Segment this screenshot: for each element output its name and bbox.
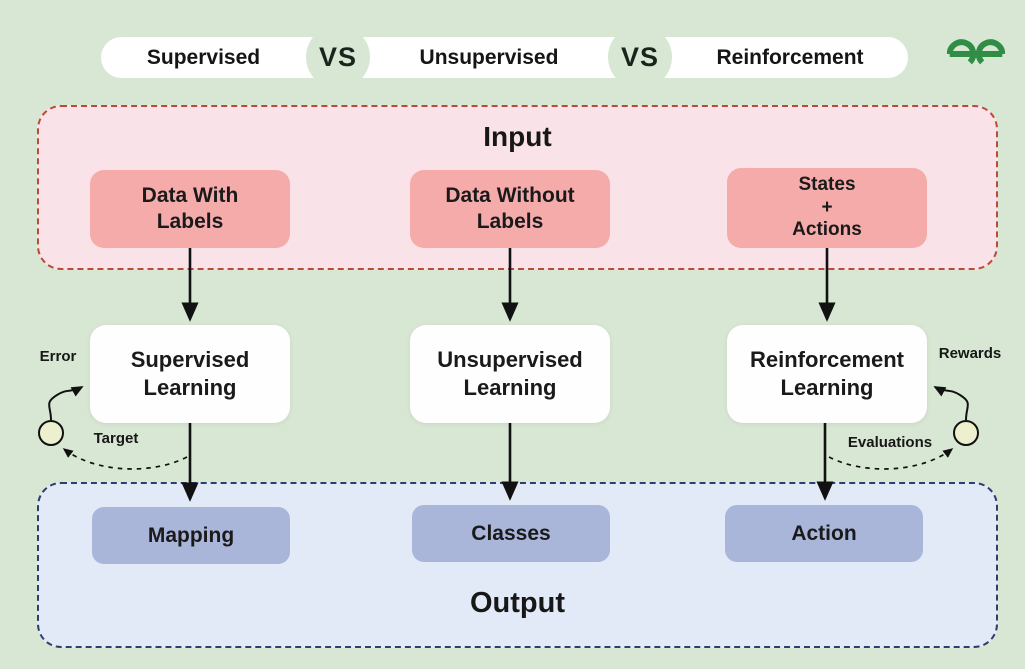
feedback-label-evaluations: Evaluations bbox=[847, 434, 933, 451]
header-item-supervised: Supervised bbox=[146, 46, 261, 69]
vs-circle bbox=[608, 25, 672, 89]
header-item-unsupervised: Unsupervised bbox=[419, 46, 559, 69]
feedback-label-target: Target bbox=[93, 430, 139, 447]
learning-box-line: Reinforcement bbox=[749, 346, 905, 372]
learning-box-supervised: Supervised Learning bbox=[90, 325, 290, 423]
arrow-rewards-feedback bbox=[933, 386, 969, 421]
vs-circle bbox=[306, 25, 370, 89]
learning-box-line: Unsupervised bbox=[437, 346, 583, 372]
learning-box-line: Supervised bbox=[130, 346, 250, 372]
arrow-error-feedback bbox=[48, 386, 84, 421]
learning-box-line: Learning bbox=[143, 375, 237, 400]
learning-box-line: Learning bbox=[780, 375, 874, 400]
output-box-action: Action bbox=[725, 505, 923, 562]
input-box-data-with-labels: Data With Labels bbox=[90, 170, 290, 248]
input-box-data-without-labels: Data Without Labels bbox=[410, 170, 610, 248]
learning-box-line: Learning bbox=[463, 375, 557, 400]
output-box-label: Classes bbox=[471, 521, 551, 545]
input-box-line: Data Without bbox=[445, 184, 575, 208]
learning-box-reinforcement: Reinforcement Learning bbox=[727, 325, 927, 423]
feedback-label-error: Error bbox=[39, 348, 77, 365]
input-box-line: Labels bbox=[476, 210, 544, 233]
logo-right-arc bbox=[975, 39, 1005, 65]
header-item-reinforcement: Reinforcement bbox=[716, 46, 864, 69]
header-pill bbox=[101, 37, 908, 78]
output-box-classes: Classes bbox=[412, 505, 610, 562]
logo-left-arc bbox=[947, 39, 977, 65]
output-box-label: Mapping bbox=[147, 523, 235, 547]
output-title: Output bbox=[469, 587, 565, 619]
output-box-label: Action bbox=[791, 521, 857, 545]
input-box-line: + bbox=[821, 196, 833, 218]
geeksforgeeks-logo-icon bbox=[947, 39, 1005, 65]
arrow-evaluations-feedback bbox=[828, 448, 954, 470]
vs-label: VS bbox=[318, 42, 358, 72]
input-box-line: Data With bbox=[141, 184, 239, 208]
feedback-node-right bbox=[953, 420, 979, 446]
input-box-line: States bbox=[798, 174, 856, 196]
input-box-line: Actions bbox=[792, 219, 862, 241]
feedback-node-left bbox=[38, 420, 64, 446]
input-title: Input bbox=[483, 121, 552, 152]
output-box-mapping: Mapping bbox=[92, 507, 290, 564]
arrow-target-feedback bbox=[62, 448, 188, 470]
feedback-label-rewards: Rewards bbox=[938, 345, 1002, 362]
input-box-states-actions: States + Actions bbox=[727, 168, 927, 248]
vs-label: VS bbox=[620, 42, 660, 72]
learning-box-unsupervised: Unsupervised Learning bbox=[410, 325, 610, 423]
input-box-line: Labels bbox=[156, 210, 224, 233]
